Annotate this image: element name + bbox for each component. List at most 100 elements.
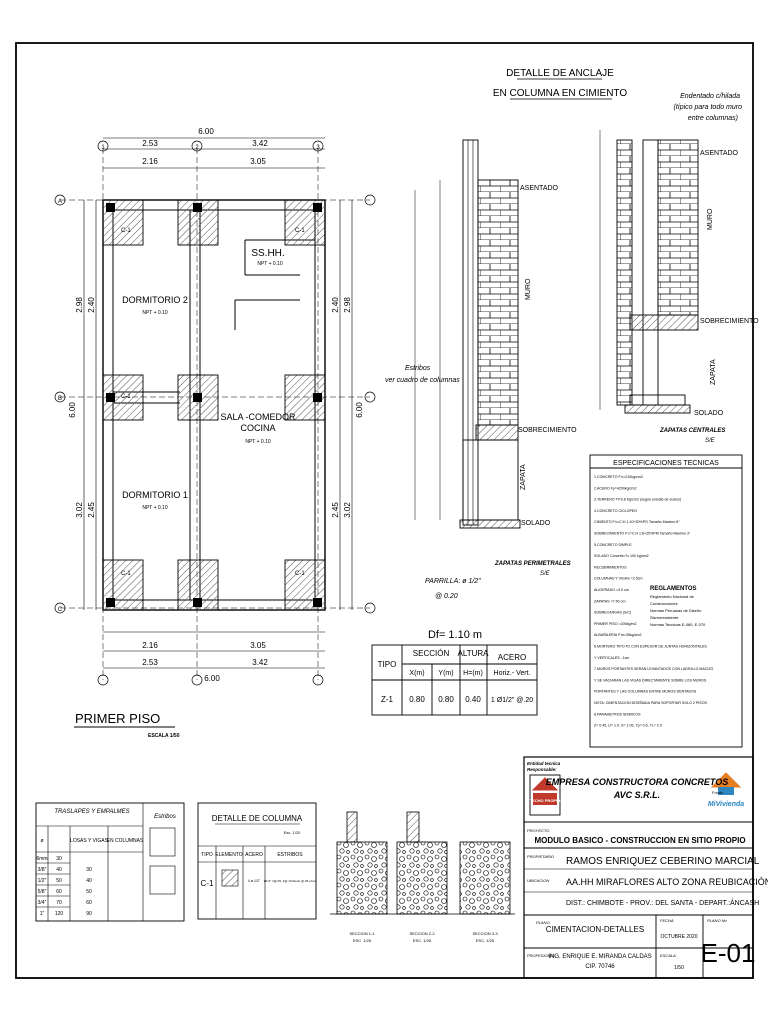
df-label: Df= 1.10 m [428,629,482,641]
spec-line: 3.TERRENO Tf=0.8 Kg/cm2 (según estudio d… [594,498,681,502]
entity-label-2: Responsable: [527,767,557,772]
dim-top-c: 2.16 [142,157,158,166]
reglamentos-title: REGLAMENTOS [650,586,697,592]
section-3-scale: ESC. 1/25 [476,938,495,943]
traslapes-cell: 120 [55,911,64,917]
owner-name: RAMOS ENRIQUEZ CEBERINO MARCIAL [566,856,760,867]
techo-propio-logo [529,774,561,816]
project-name: MODULO BASICO - CONSTRUCCION EN SITIO PR… [534,836,745,845]
logo-right-small: Fondo [712,790,724,795]
footing-table: Df= 1.10 m TIPO SECCIÓN ALTURA ACERO X(m… [371,629,538,716]
spec-line: PORTANTES Y LAS COLUMNAS ENTRE MUROS DEN… [594,690,697,694]
reglamento-line: Reglamento Nacional de [650,594,695,599]
logo-left-text: TECHO PROPIO [530,798,561,803]
anchor-label-solado: SOLADO [521,520,551,527]
table-cell-acero: 1 Ø1/2" @.20 [491,697,533,704]
traslapes-cell: 50 [86,889,92,895]
column-cell-tipo: C-1 [201,879,214,888]
axis-label-1: 1 [101,145,105,151]
plan-label: PLANO [536,920,550,925]
axis-bubbles [54,140,376,686]
column-header-estribos: ESTRIBOS [277,852,303,858]
spec-line: SOLADO Concreto f'c 100 kg/cm2 [594,554,649,558]
traslapes-cell: 50 [56,878,62,884]
axis-label-2: 2 [195,145,199,151]
axis-label-a: A [58,199,62,205]
central-label-muro: MURO [707,208,714,230]
traslapes-cell: 30 [56,856,62,862]
column-tag: C-1 [295,571,305,577]
central-label-solado: SOLADO [694,410,724,417]
traslapes-cell: 6mm [36,856,47,862]
section-3-label: SECCION 3-3 [472,931,498,936]
column-tag: C-1 [121,394,131,400]
stirrups-note-2: ver cuadro de columnas [385,377,460,384]
reglamento-line: Construcciones [650,601,678,606]
dim-bottom-d: 3.05 [250,641,266,650]
room-dormitorio-1: DORMITORIO 1 [122,490,188,500]
table-sub-x: X(m) [409,670,424,677]
spec-line: Y SE VACIARAN LAS VIGAS DIRECTAMENTE SOB… [594,678,707,682]
spec-line: 2.ACERO Fy=4200kg/cm2 [594,486,636,490]
section-1-label: SECCION 1-1 [349,931,375,936]
spec-line: 7.MUROS PORTANTES SERÁN LEVANTADOS CON L… [594,667,714,671]
toothed-note-1: Endentado c/hilada [680,93,740,100]
dim-right-c: 3.02 [343,502,352,518]
anchor-label-zapata: ZAPATA [520,464,527,490]
floor-plan [54,137,376,686]
dim-top-b: 3.42 [252,139,268,148]
room-sshh: SS.HH. [251,248,284,259]
title-block [523,756,754,979]
spec-line: Y VERTICALES : 1cm [594,656,629,660]
floor-plan-scale: ESCALA 1/50 [148,733,180,739]
traslapes-header: ø [40,838,43,844]
central-label-zapata: ZAPATA [710,359,717,385]
spec-line: SOBRECIMIENTO F'c=C:H 1:8+25%PM Tamaño M… [594,532,691,536]
table-header-seccion: SECCIÓN [413,649,450,658]
room-dormitorio-2: DORMITORIO 2 [122,295,188,305]
professional-label: PROFESIONAL [527,953,555,958]
room-sala-level: NPT + 0.10 [245,439,271,445]
spec-line: NOTA: CIMENTACION DISEÑADA PARA SOPORTAR… [594,700,707,705]
axis-label-b: B [58,396,62,402]
owner-label: PROPIETARIO [527,854,554,859]
toothed-note-2: (típico para todo muro [674,104,743,111]
dim-bottom-c: 2.16 [142,641,158,650]
table-cell-tipo: Z-1 [381,695,394,704]
spec-line: 5.CONCRETO SIMPLE [594,543,632,547]
reglamento-line: Sismoresistente [650,615,679,620]
dim-right-d: 2.45 [331,502,340,518]
stirrups-note-1: Estribos [405,365,431,372]
traslapes-cell: 1" [40,911,45,917]
anchor-detail: DETALLE DE ANCLAJE EN COLUMNA EN CIMIENT… [385,68,759,600]
dim-top-d: 3.05 [250,157,266,166]
columns [106,203,322,607]
room-cocina: COCINA [240,423,275,433]
spec-line: 4.CONCRETO CICLOPEO [594,509,637,513]
parrilla-label: PARRILLA: ø 1/2" [425,578,481,585]
column-cell-acero: 4 ø 1/2" [248,879,261,883]
room-sshh-level: NPT + 0.10 [257,261,283,267]
column-detail-title: DETALLE DE COLUMNA [212,814,303,823]
dim-bottom-a: 2.53 [142,658,158,667]
traslapes-title: TRASLAPES Y EMPALMES [54,809,129,815]
parrilla-spacing: @ 0.20 [435,593,458,600]
scale-label: ESCALA [660,953,676,958]
spec-line: 6.MORTERO TIPO P2 CON ESPESOR DE JUNTAS … [594,645,707,649]
column-cell-estribos: Ø1/4" 1@.05, 4@.10 Resto @.25 c/ext. [264,879,317,883]
central-footing [599,130,699,414]
dim-top-a: 2.53 [142,139,158,148]
traslapes-cell: 3/4" [38,900,47,906]
central-label-sobrecimiento: SOBRECIMIENTO [700,318,759,325]
traslapes-cell: 70 [56,900,62,906]
spec-line: ALBAÑILERIA F'm=35kg/cm2 [594,632,642,637]
room-sala-comedor: SALA -COMEDOR [220,412,296,422]
professional-cip: CIP. 70746 [585,964,615,970]
perimetral-footing [414,139,521,529]
plan-no-label: PLANO No [707,918,728,923]
sections [330,811,515,915]
plan-number: E-01 [701,938,756,968]
